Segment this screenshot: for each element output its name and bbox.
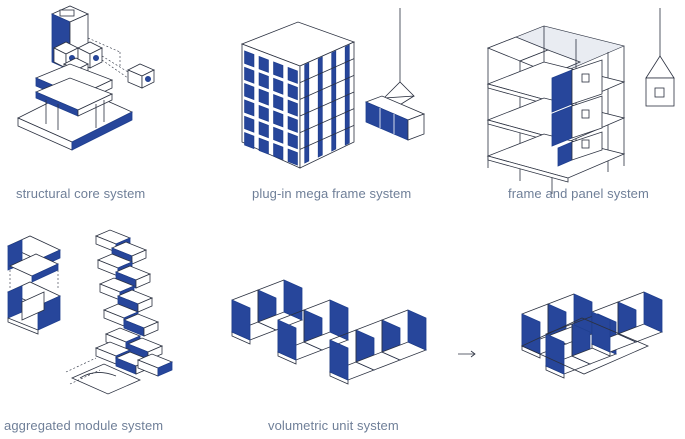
caption-plug-in-mega-frame: plug-in mega frame system	[252, 186, 412, 201]
module-front	[157, 361, 173, 377]
window-panel	[287, 132, 298, 150]
window-panel	[287, 115, 298, 133]
window-panel	[258, 72, 269, 90]
slab-edge	[487, 155, 569, 183]
assembled-outline	[521, 317, 650, 375]
window-panel	[244, 115, 255, 133]
window-panel	[258, 104, 269, 122]
mega-frame-drawing	[240, 8, 426, 169]
caption-structural-core: structural core system	[16, 186, 146, 201]
window-panel	[273, 61, 284, 79]
window-panel	[244, 132, 255, 150]
caption-volumetric-unit: volumetric unit system	[268, 418, 399, 433]
window-panel	[273, 94, 284, 112]
volumetric-unit-drawing	[230, 279, 664, 385]
unit-end-wall	[231, 299, 251, 341]
right-arrow-icon	[458, 350, 476, 358]
window-panel	[287, 83, 298, 101]
window-panel	[273, 110, 284, 128]
window-panel	[244, 99, 255, 117]
window-panel	[273, 126, 284, 144]
unit-wall	[643, 291, 663, 333]
unit-wall	[283, 279, 303, 321]
window-panel	[287, 99, 298, 117]
aggregated-module-drawing	[7, 229, 174, 395]
unit-end-wall	[277, 319, 297, 361]
window-panel	[244, 83, 255, 101]
unit-wall	[329, 299, 349, 341]
unit-end-wall	[545, 333, 565, 375]
window-panel	[258, 121, 269, 139]
window-panel	[258, 55, 269, 73]
caption-aggregated-module: aggregated module system	[4, 418, 164, 433]
module-front	[137, 297, 153, 313]
structural-core-drawing	[17, 5, 155, 151]
window-panel	[258, 88, 269, 106]
unit-wall	[407, 309, 427, 351]
module-front	[131, 249, 147, 265]
window-panel	[244, 50, 255, 68]
frame-panel-drawing	[486, 8, 675, 194]
window-panel	[258, 137, 269, 155]
window-panel	[273, 143, 284, 161]
window-panel	[244, 66, 255, 84]
unit-end-wall	[329, 339, 349, 381]
window-panel	[287, 66, 298, 84]
caption-frame-and-panel: frame and panel system	[508, 186, 649, 201]
module-front	[135, 273, 151, 289]
window-panel	[287, 148, 298, 166]
window-panel	[273, 77, 284, 95]
unit-end-wall	[591, 311, 611, 353]
module-front	[143, 321, 159, 337]
